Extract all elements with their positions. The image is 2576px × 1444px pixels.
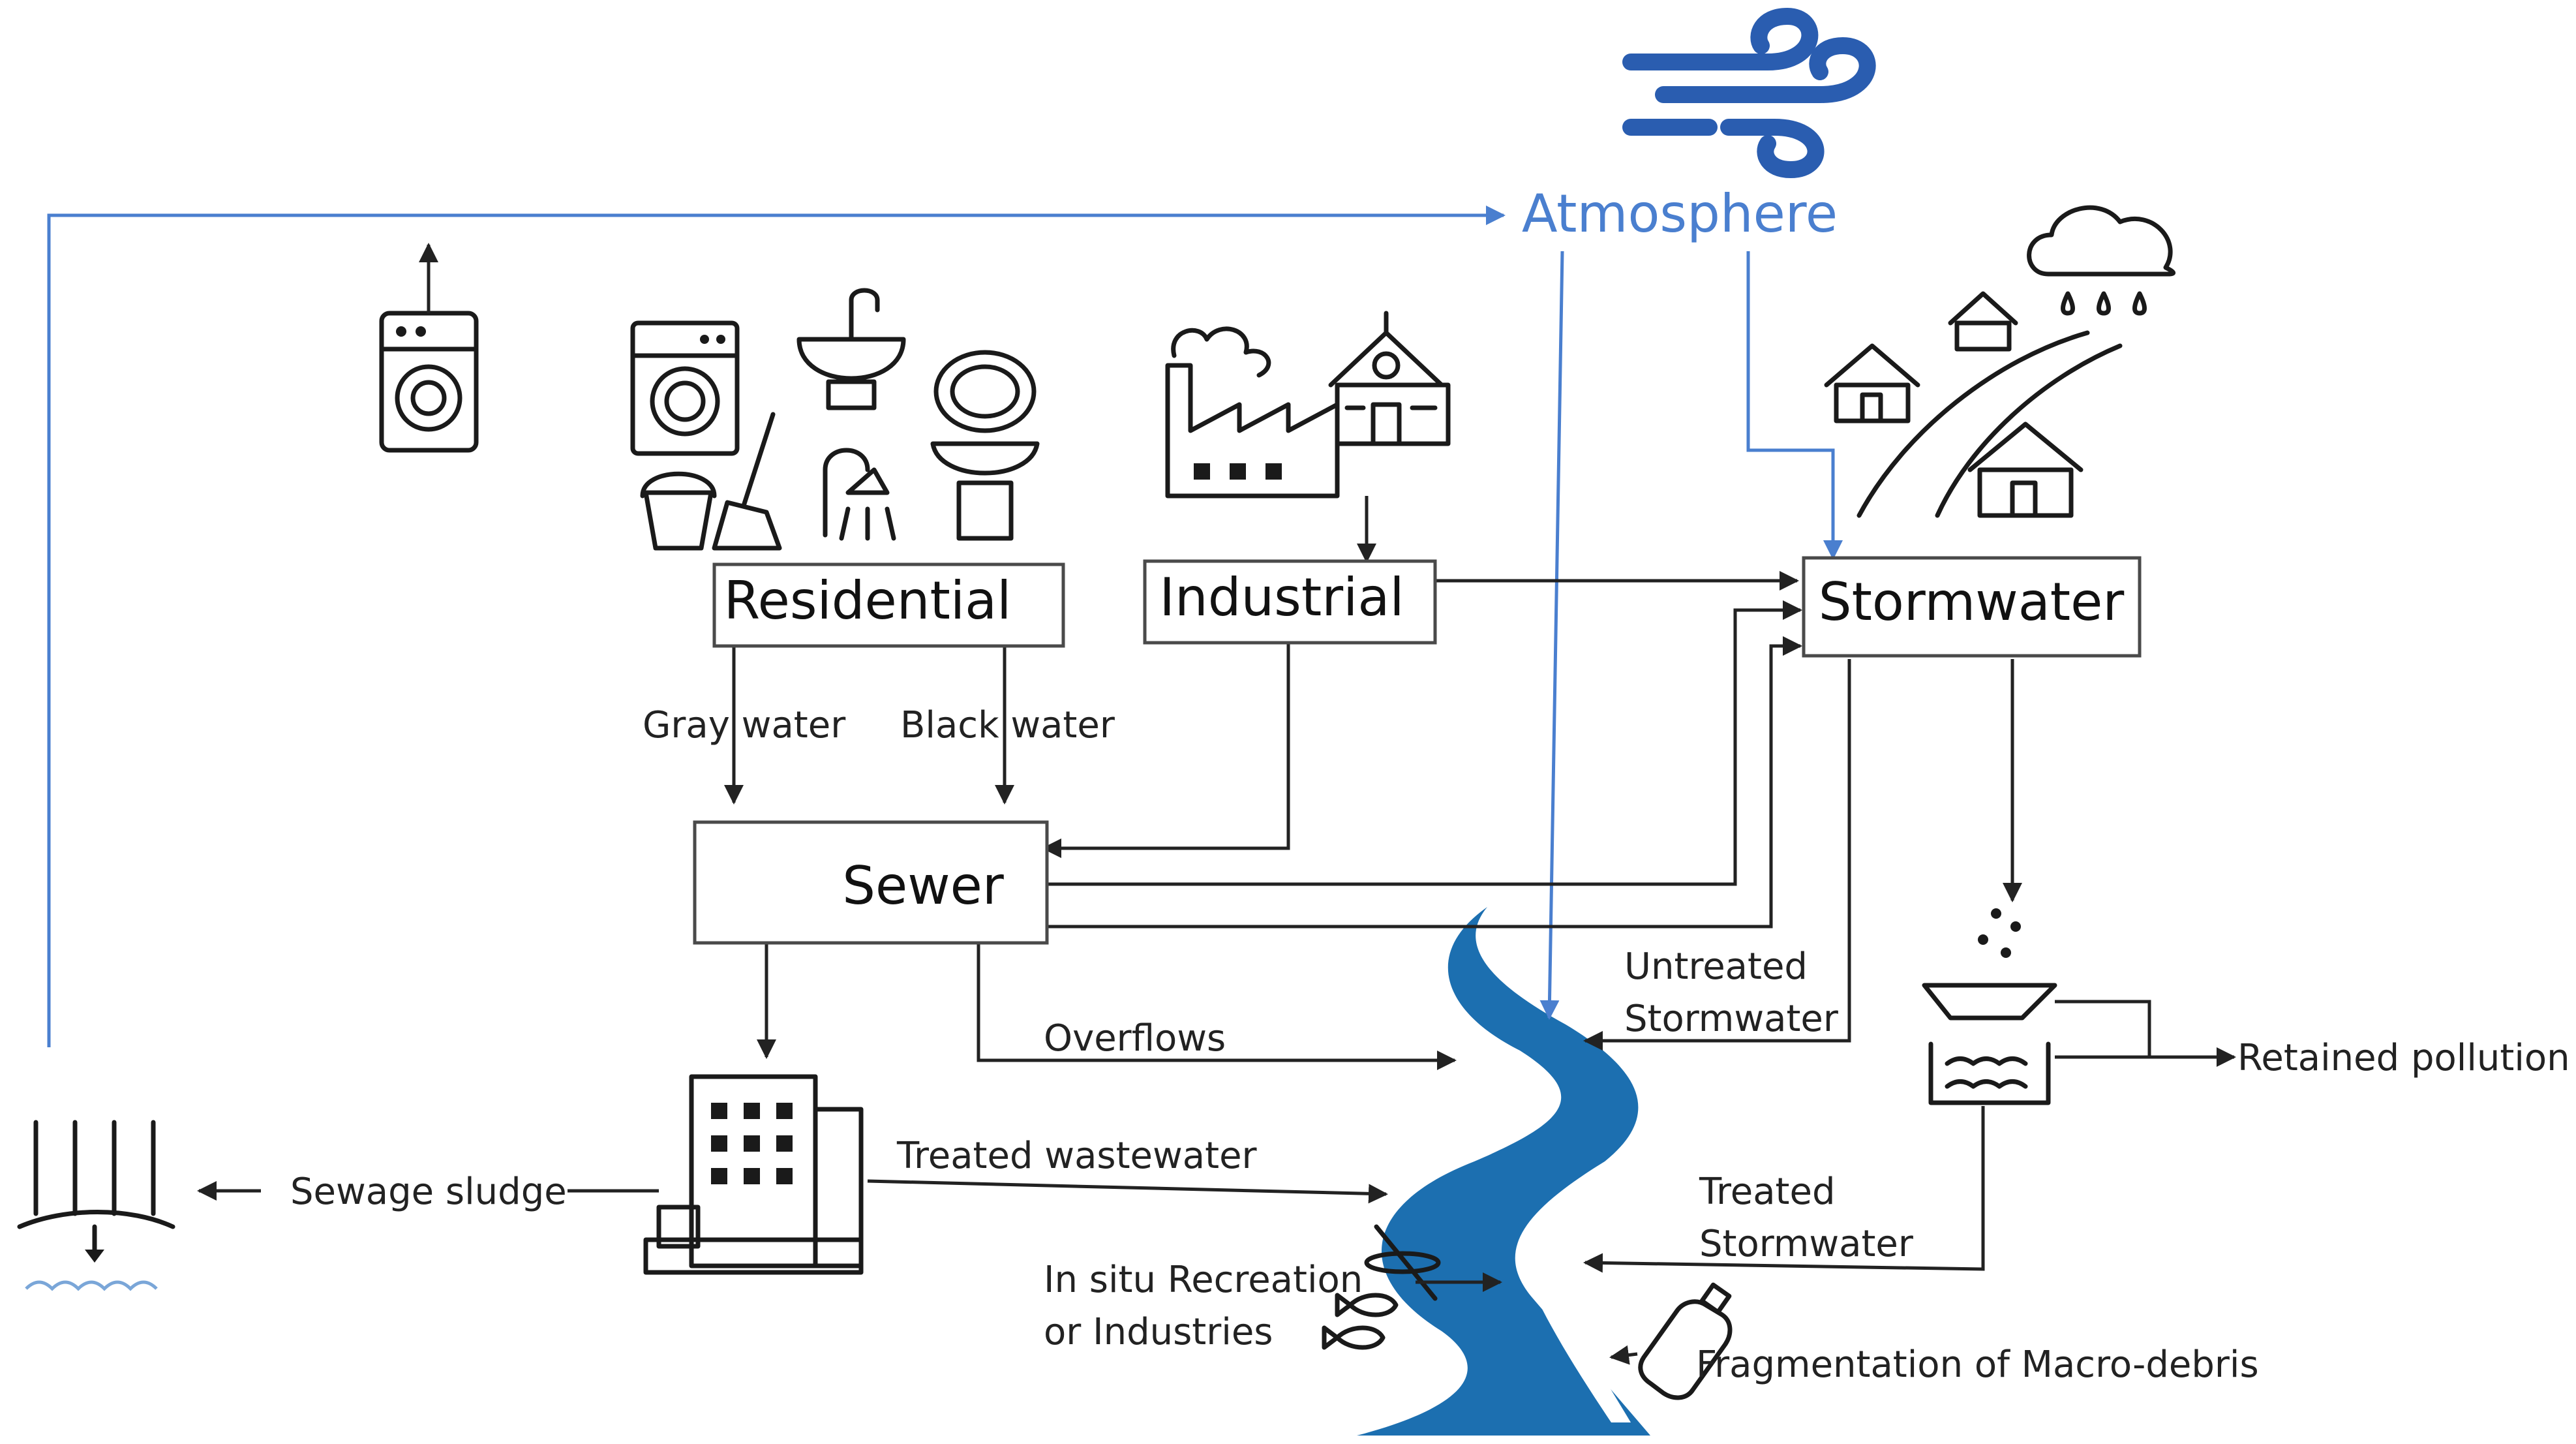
broom-icon <box>712 412 782 551</box>
recreation-label-2: or Industries <box>1044 1311 1273 1353</box>
crops-icon <box>17 1120 175 1291</box>
treated-stormwater-label-1: Treated <box>1699 1171 1836 1213</box>
washing-machine-icon <box>630 320 740 456</box>
black-water-label: Black water <box>900 704 1115 746</box>
sewer-label: Sewer <box>842 855 1004 916</box>
treated-stormwater-label-2: Stormwater <box>1699 1223 1914 1265</box>
wind-icon <box>1622 7 1876 179</box>
school-icon <box>1328 311 1451 446</box>
shower-icon <box>823 448 896 541</box>
house-icon <box>1948 291 2018 352</box>
overflows-label: Overflows <box>1044 1017 1226 1060</box>
stormwater-node: Stormwater <box>1802 556 2142 658</box>
residential-label: Residential <box>724 570 1012 631</box>
sewage-sludge-label: Sewage sludge <box>290 1171 567 1213</box>
gray-water-label: Gray water <box>643 704 846 746</box>
factory-icon <box>1165 326 1340 499</box>
house-icon <box>1824 343 1920 423</box>
fish-icon <box>1322 1293 1399 1350</box>
kayak-icon <box>1364 1224 1441 1301</box>
untreated-stormwater-label-1: Untreated <box>1624 945 1808 988</box>
treatment-plant-icon <box>643 1074 864 1275</box>
washing-machine-icon <box>379 311 479 453</box>
bucket-icon <box>640 471 717 551</box>
river-icon <box>1357 907 1650 1436</box>
residential-node: Residential <box>712 562 1065 648</box>
retained-pollution-label: Retained pollution <box>2237 1037 2570 1079</box>
sewer-node: Sewer <box>693 820 1049 945</box>
untreated-stormwater-label-2: Stormwater <box>1624 998 1839 1040</box>
road-icon <box>1856 330 2123 518</box>
toilet-icon <box>930 350 1040 541</box>
industrial-label: Industrial <box>1159 567 1404 628</box>
sink-icon <box>796 288 906 410</box>
bottle-icon <box>1638 1282 1733 1400</box>
industrial-node: Industrial <box>1143 559 1437 645</box>
recreation-label-1: In situ Recreation <box>1044 1259 1363 1301</box>
stormwater-label: Stormwater <box>1819 572 2125 632</box>
rain-cloud-icon <box>2027 205 2175 316</box>
house-icon <box>1967 422 2084 518</box>
atmosphere-label: Atmosphere <box>1522 183 1838 244</box>
fragmentation-label: Fragmentation of Macro-debris <box>1696 1344 2259 1386</box>
filter-basin-icon <box>1922 908 2057 1105</box>
treated-wastewater-label: Treated wastewater <box>896 1135 1258 1177</box>
